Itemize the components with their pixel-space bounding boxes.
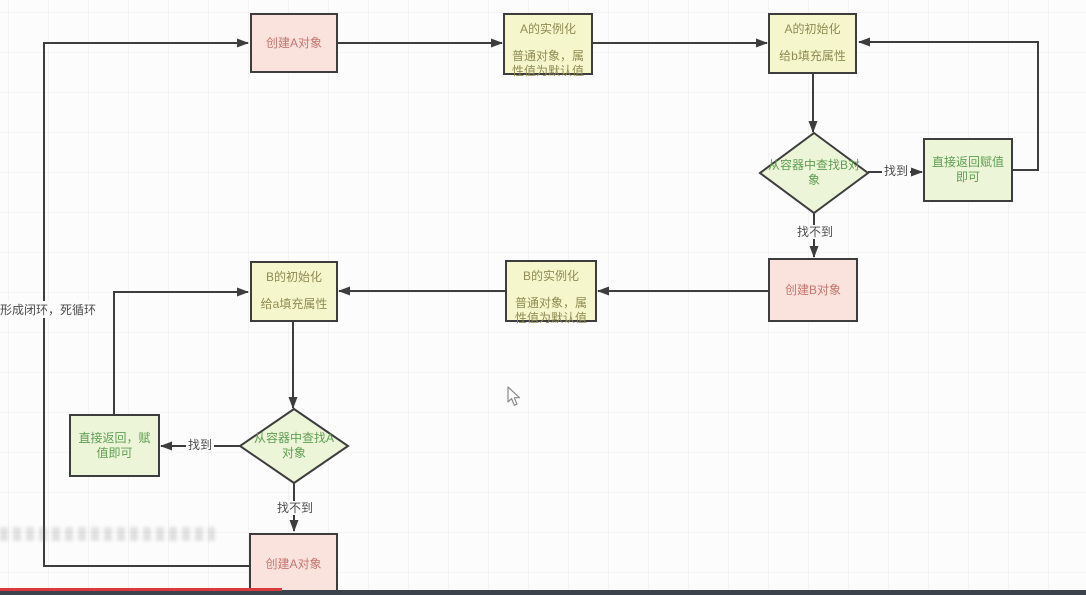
node-return-assign-a-label: 直接返回，赋值即可: [78, 430, 151, 460]
node-a-initialization-body: 给b填充属性: [779, 49, 846, 63]
node-create-a-bottom-label: 创建A对象: [265, 556, 322, 571]
node-b-initialization-body: 给a填充属性: [260, 297, 328, 311]
edge-label-not-found-a: 找不到: [275, 501, 316, 515]
video-progress-played[interactable]: [0, 588, 283, 591]
node-create-a-top-label: 创建A对象: [265, 35, 322, 50]
node-a-instantiation-body: 普通对象，属性值为默认值: [511, 49, 584, 78]
node-a-instantiation-title: A的实例化: [519, 22, 576, 36]
loop-annotation: 形成闭环，死循环: [0, 301, 97, 318]
node-b-instantiation-title: B的实例化: [522, 269, 579, 283]
node-a-initialization: A的初始化 给b填充属性: [768, 13, 857, 74]
node-a-initialization-title: A的初始化: [784, 22, 841, 36]
node-create-b-label: 创建B对象: [784, 282, 841, 297]
node-create-a-top: 创建A对象: [250, 13, 338, 73]
decision-find-b-label: 从容器中查找B对象: [767, 158, 860, 187]
node-b-initialization-title: B的初始化: [265, 270, 322, 284]
node-b-instantiation-body: 普通对象，属性值为默认值: [514, 296, 587, 325]
node-b-initialization: B的初始化 给a填充属性: [250, 261, 338, 322]
watermark-smudge: [0, 527, 215, 541]
node-return-assign-a: 直接返回，赋值即可: [69, 414, 160, 477]
decision-find-b-shape: [758, 131, 870, 215]
video-player-bar[interactable]: [0, 590, 1086, 595]
node-b-instantiation: B的实例化 普通对象，属性值为默认值: [505, 260, 597, 325]
edge-label-not-found-b: 找不到: [795, 225, 836, 239]
mouse-cursor-icon: [507, 386, 521, 406]
edge-label-found-b: 找到: [882, 164, 911, 178]
decision-find-a-shape: [238, 407, 350, 485]
edge-label-found-a: 找到: [186, 438, 215, 452]
node-a-instantiation: A的实例化 普通对象，属性值为默认值: [503, 13, 593, 78]
decision-find-a-label: 从容器中查找A对象: [253, 431, 334, 460]
node-create-a-bottom: 创建A对象: [249, 533, 338, 595]
node-return-assign-b: 直接返回赋值即可: [923, 138, 1013, 202]
node-return-assign-b-label: 直接返回赋值即可: [931, 155, 1004, 184]
edge-returnA-back-to-bInitialization: [113, 287, 249, 414]
node-create-b: 创建B对象: [768, 258, 858, 322]
